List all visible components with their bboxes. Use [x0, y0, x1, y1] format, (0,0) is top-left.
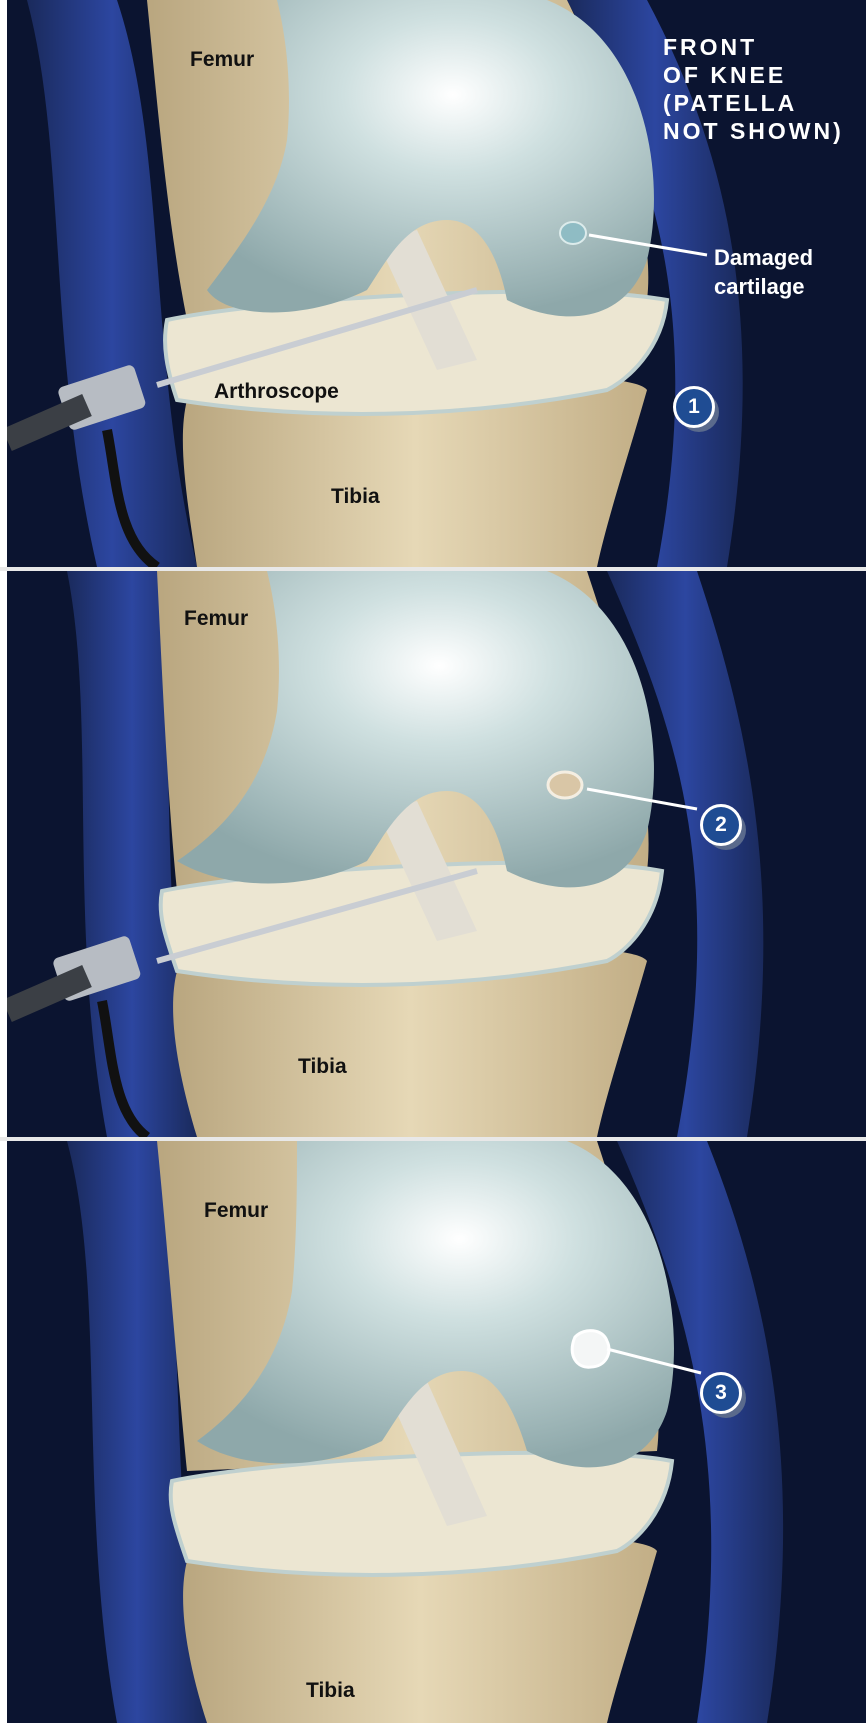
- debrided-cartilage-spot: [548, 772, 582, 798]
- tibia-label: Tibia: [298, 1055, 347, 1079]
- damaged-cartilage-spot: [560, 222, 586, 244]
- step-number-badge: 2: [700, 804, 746, 850]
- femur-label: Femur: [204, 1199, 268, 1223]
- damage-label-line: cartilage: [714, 272, 813, 301]
- meniscus: [171, 1453, 672, 1575]
- view-note-line: FRONT: [663, 33, 844, 61]
- repaired-cartilage-spot: [572, 1331, 609, 1368]
- femur-label: Femur: [184, 607, 248, 631]
- step-number: 3: [700, 1372, 742, 1414]
- knee-panel-3: Femur Tibia 3: [7, 1141, 866, 1723]
- step-number: 1: [673, 386, 715, 428]
- femur-label: Femur: [190, 48, 254, 72]
- tibia-label: Tibia: [331, 485, 380, 509]
- knee-illustration-2: [7, 571, 866, 1137]
- damage-label-line: Damaged: [714, 243, 813, 272]
- tibia-label: Tibia: [306, 1679, 355, 1703]
- view-note-line: NOT SHOWN): [663, 117, 844, 145]
- knee-panel-1: Femur FRONT OF KNEE (PATELLA NOT SHOWN) …: [7, 0, 866, 567]
- step-number: 2: [700, 804, 742, 846]
- arthroscope-label: Arthroscope: [214, 380, 339, 404]
- step-number-badge: 1: [673, 386, 719, 432]
- damage-label: Damaged cartilage: [714, 243, 813, 301]
- view-note: FRONT OF KNEE (PATELLA NOT SHOWN): [663, 33, 844, 145]
- view-note-line: OF KNEE: [663, 61, 844, 89]
- knee-panel-2: Femur Tibia 2: [7, 571, 866, 1137]
- knee-illustration-3: [7, 1141, 866, 1723]
- view-note-line: (PATELLA: [663, 89, 844, 117]
- step-number-badge: 3: [700, 1372, 746, 1418]
